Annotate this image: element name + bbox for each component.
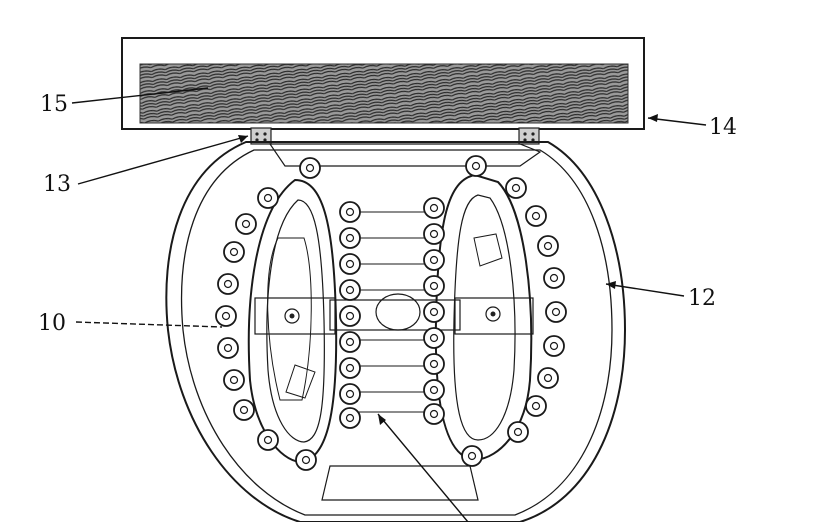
roller xyxy=(339,305,361,327)
roller xyxy=(423,223,445,245)
roller xyxy=(223,369,245,391)
left-roller-track xyxy=(247,178,338,464)
roller xyxy=(423,249,445,271)
roller xyxy=(545,301,567,323)
roller xyxy=(217,273,239,295)
roller xyxy=(339,357,361,379)
roller xyxy=(233,399,255,421)
roller xyxy=(525,205,547,227)
roller xyxy=(505,177,527,199)
roller xyxy=(223,241,245,263)
roller xyxy=(339,253,361,275)
roller xyxy=(299,157,321,179)
roller xyxy=(217,337,239,359)
roller xyxy=(215,305,237,327)
roller xyxy=(423,301,445,323)
roller xyxy=(423,353,445,375)
roller xyxy=(257,187,279,209)
roller xyxy=(235,213,257,235)
roller xyxy=(423,327,445,349)
roller xyxy=(295,449,317,471)
roller xyxy=(423,197,445,219)
roller xyxy=(423,403,445,425)
round-housing xyxy=(165,141,627,522)
leader-13 xyxy=(77,135,249,185)
roller xyxy=(423,275,445,297)
leader-lines xyxy=(71,87,707,522)
roller xyxy=(537,367,559,389)
roller xyxy=(507,421,529,443)
label-15: 15 xyxy=(40,92,68,117)
roller xyxy=(465,155,487,177)
roller xyxy=(461,445,483,467)
leader-bottom xyxy=(377,413,469,522)
roller xyxy=(339,279,361,301)
top-housing-box xyxy=(121,37,645,130)
roller xyxy=(423,379,445,401)
roller xyxy=(339,407,361,429)
roller xyxy=(339,227,361,249)
roller xyxy=(339,383,361,405)
label-14: 14 xyxy=(709,115,737,140)
leader-12 xyxy=(605,283,685,297)
roller xyxy=(257,429,279,451)
coil-element xyxy=(139,63,629,124)
connector-blocks xyxy=(250,127,540,145)
leader-14 xyxy=(647,117,707,126)
roller xyxy=(543,335,565,357)
roller xyxy=(537,235,559,257)
roller xyxy=(339,201,361,223)
label-13: 13 xyxy=(43,172,71,197)
leader-15 xyxy=(71,87,209,104)
label-12: 12 xyxy=(688,286,716,311)
roller xyxy=(525,395,547,417)
roller xyxy=(543,267,565,289)
roller xyxy=(339,331,361,353)
leader-10 xyxy=(75,321,223,328)
right-roller-track xyxy=(434,173,534,462)
rollers xyxy=(215,155,567,471)
label-10: 10 xyxy=(38,311,66,336)
